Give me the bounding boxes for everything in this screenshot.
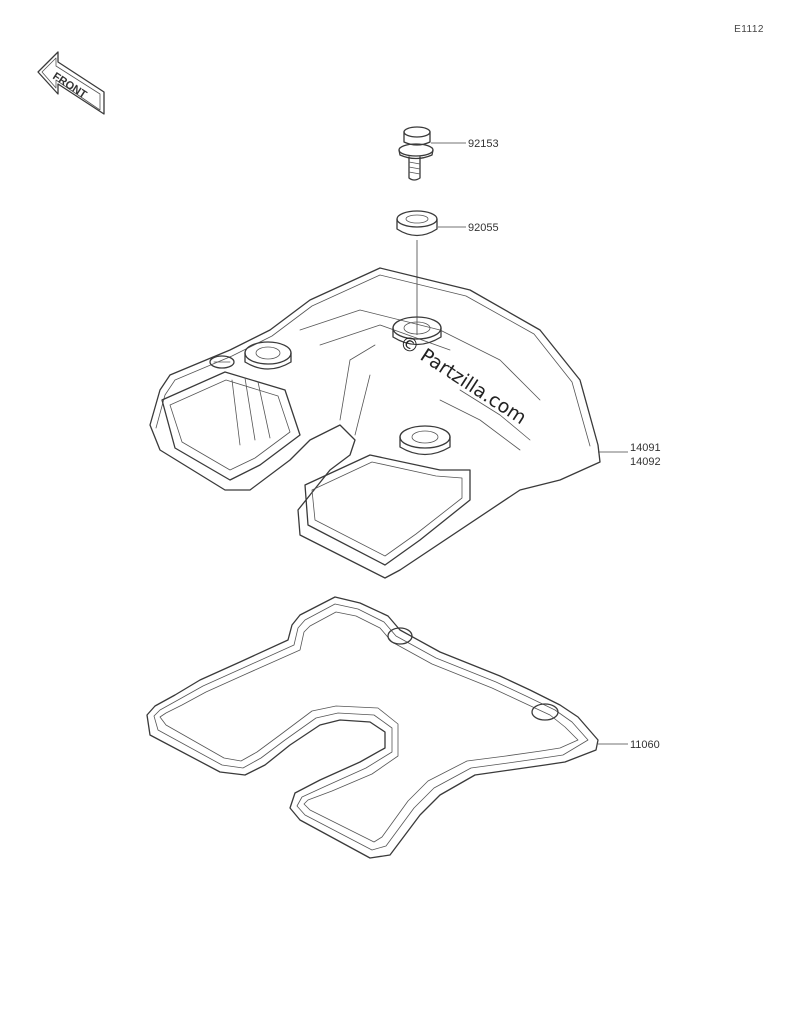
bolt-92153-icon <box>398 126 434 181</box>
cylinder-head-cover-icon <box>149 267 601 579</box>
washer-92055-icon <box>396 210 438 237</box>
diagram-code: E1112 <box>734 24 764 35</box>
part-number-92055: 92055 <box>468 222 499 234</box>
watermark: © Partzilla.com <box>395 331 530 429</box>
part-number-14092: 14092 <box>630 456 661 468</box>
part-number-92153: 92153 <box>468 138 499 150</box>
part-number-11060: 11060 <box>630 739 660 751</box>
gasket-11060-icon <box>146 596 599 859</box>
part-number-14091: 14091 <box>630 442 661 454</box>
front-arrow-icon: FRONT <box>37 51 105 115</box>
